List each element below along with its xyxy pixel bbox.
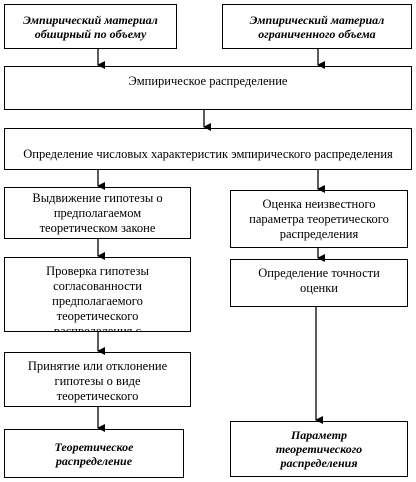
box-accept-reject-label: Принятие или отклонение гипотезы о виде … [27, 359, 168, 403]
box-empirical-distribution-label: Эмпирическое распределение [128, 74, 288, 88]
box-empirical-distribution: Эмпирическое распределение [4, 66, 412, 110]
box-wide-material: Эмпирический материал обширный по объему [4, 4, 177, 49]
box-numeric-characteristics-label: Определение числовых характеристик эмпир… [23, 147, 393, 161]
box-parameter-estimation: Оценка неизвестного параметра теоретичес… [230, 190, 408, 248]
box-theoretical-distribution-label: Теоретическое распределение [54, 439, 134, 468]
box-accuracy-label: Определение точности оценки [258, 266, 380, 295]
box-theoretical-parameter-label: Параметр теоретического распределения [275, 428, 363, 470]
box-hypothesis-check: Проверка гипотезы согласованности предпо… [4, 257, 191, 332]
box-hypothesis-proposal: Выдвижение гипотезы о предполагаемом тео… [4, 187, 191, 239]
box-hypothesis-proposal-label: Выдвижение гипотезы о предполагаемом тео… [32, 190, 163, 235]
box-parameter-estimation-label: Оценка неизвестного параметра теоретичес… [249, 196, 389, 241]
box-hypothesis-check-label: Проверка гипотезы согласованности предпо… [46, 264, 149, 332]
box-limited-material-label: Эмпирический материал ограниченного объе… [249, 12, 385, 41]
box-limited-material: Эмпирический материал ограниченного объе… [222, 4, 412, 49]
box-accept-reject: Принятие или отклонение гипотезы о виде … [4, 352, 191, 407]
box-accuracy: Определение точности оценки [230, 259, 408, 307]
box-theoretical-parameter: Параметр теоретического распределения [230, 421, 408, 477]
box-numeric-characteristics: Определение числовых характеристик эмпир… [4, 128, 412, 170]
box-theoretical-distribution: Теоретическое распределение [4, 429, 184, 478]
box-wide-material-label: Эмпирический материал обширный по объему [23, 12, 158, 41]
